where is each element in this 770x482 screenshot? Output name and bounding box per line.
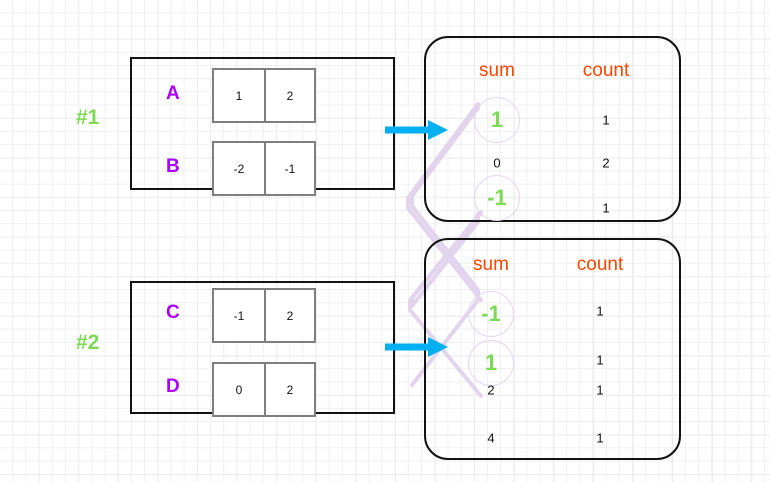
result-table-1-row-2-sum: -1 [474, 175, 520, 221]
partition-2-label: #2 [76, 331, 100, 354]
result-table-2-row-1-count: 1 [596, 352, 604, 368]
table-cell: -2 [233, 161, 245, 176]
result-table-1-sum-header: sum [479, 60, 515, 81]
result-table-1-row-0-sum: 1 [474, 97, 520, 143]
partition-2-row-1-name: D [166, 376, 180, 397]
arrow-partition-2-to-table-2 [385, 337, 448, 357]
table-cell: -1 [233, 308, 245, 323]
result-table-2-count-header: count [576, 254, 624, 275]
result-table-2-row-1-sum: 1 [468, 340, 514, 386]
arrow-partition-1-to-table-1 [385, 120, 448, 140]
result-table-1-row-0-count: 1 [602, 112, 610, 128]
result-table-2-sum-header: sum [473, 254, 509, 275]
table-cell: 1 [235, 88, 243, 103]
result-table-2-row-2-sum: 2 [487, 382, 495, 398]
result-table-2-row-0-sum: -1 [468, 291, 514, 337]
partition-1-row-0-name: A [166, 83, 180, 104]
result-table-1-row-2-count: 1 [602, 200, 610, 216]
result-table-1-row-1-sum: 0 [493, 155, 501, 171]
partition-1-row-1-name: B [166, 156, 180, 177]
partition-1-row-1-cells: -2 -1 [212, 141, 316, 196]
result-table-1-count-header: count [582, 60, 630, 81]
table-cell: 0 [235, 382, 243, 397]
partition-2-row-0-cells: -1 2 [212, 288, 316, 343]
table-cell: -1 [264, 143, 314, 194]
partition-1-label: #1 [76, 106, 100, 129]
partition-2-row-1-cells: 0 2 [212, 362, 316, 417]
result-table-2-row-0-count: 1 [596, 303, 604, 319]
result-table-1-row-1-count: 2 [602, 155, 610, 171]
result-table-2-row-2-count: 1 [596, 382, 604, 398]
partition-1-row-0-cells: 1 2 [212, 68, 316, 123]
result-table-2-row-3-sum: 4 [487, 430, 495, 446]
result-table-2-row-3-count: 1 [596, 430, 604, 446]
table-cell: 2 [264, 290, 314, 341]
table-cell: 2 [264, 70, 314, 121]
table-cell: 2 [264, 364, 314, 415]
partition-2-row-0-name: C [166, 302, 180, 323]
